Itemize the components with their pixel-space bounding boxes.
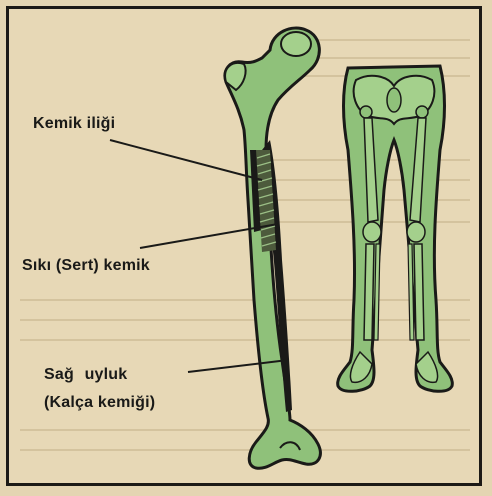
leg-skeleton-figure [338, 66, 453, 391]
bone-marrow-label: Kemik iliği [33, 115, 115, 133]
leader-line-marrow [110, 140, 262, 180]
femur-bone [225, 28, 320, 468]
femur-label-line1: Sağ uyluk [44, 366, 127, 384]
compact-bone-label: Sıkı (Sert) kemik [22, 257, 150, 275]
femur-label-line2: (Kalça kemiği) [44, 394, 155, 412]
